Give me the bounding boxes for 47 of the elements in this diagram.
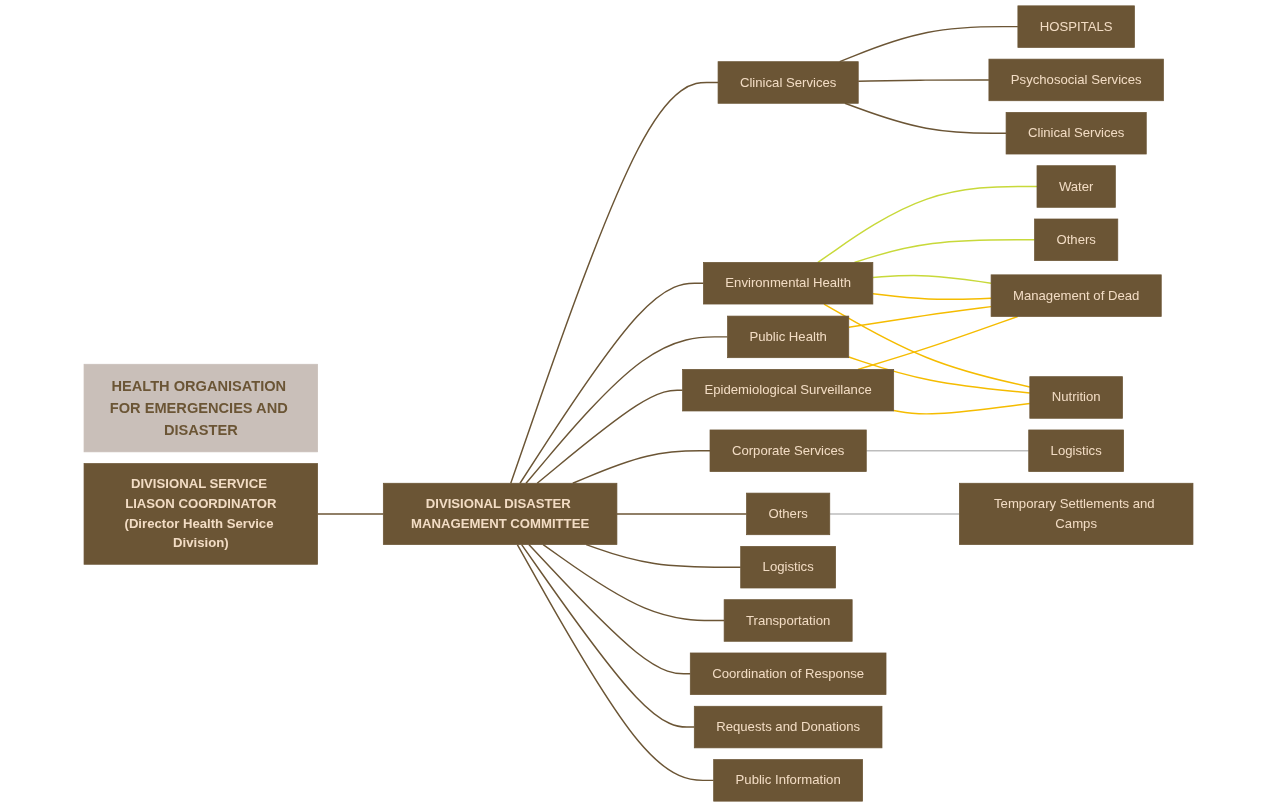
connector: [520, 543, 695, 728]
connector: [572, 450, 711, 484]
node-box: Logistics: [740, 546, 836, 589]
node-box: Environmental Health: [703, 262, 874, 305]
node-box: Epidemiological Surveillance: [682, 369, 895, 412]
node-box: Logistics: [1028, 429, 1124, 472]
node-box: Water: [1036, 165, 1116, 208]
connector: [857, 315, 1019, 371]
node-box: Psychosocial Services: [988, 58, 1164, 102]
connector: [857, 79, 990, 82]
connector: [316, 513, 385, 515]
node-box: Others: [1034, 218, 1119, 261]
node-box: Requests and Donations: [693, 705, 883, 749]
node-box: Corporate Services: [709, 429, 867, 472]
connector: [865, 450, 1030, 452]
node-box: DIVISIONAL SERVICE LIASON COORDINATOR (Director Health Service Division): [83, 463, 318, 565]
node-box: Transportation: [723, 599, 853, 642]
connector: [525, 336, 729, 484]
connector: [542, 543, 725, 622]
connector: [872, 274, 992, 284]
connector: [516, 543, 715, 782]
connector: [616, 513, 748, 515]
connector: [848, 305, 992, 329]
connector: [892, 402, 1031, 415]
node-box: HEALTH ORGANISATION FOR EMERGENCIES AND DISASTER: [83, 363, 318, 453]
node-box: DIVISIONAL DISASTER MANAGEMENT COMMITTEE: [382, 482, 618, 545]
node-box: Nutrition: [1029, 376, 1123, 419]
connector: [872, 293, 992, 301]
connector: [817, 185, 1038, 264]
node-box: Others: [746, 492, 831, 536]
node-box: Temporary Settlements and Camps: [959, 482, 1194, 545]
connector: [829, 513, 961, 515]
node-box: Public Information: [713, 759, 863, 802]
node-box: HOSPITALS: [1017, 5, 1135, 48]
connector: [844, 102, 1007, 134]
connector: [510, 81, 719, 484]
node-box: Management of Dead: [990, 274, 1162, 317]
connector: [848, 356, 1031, 394]
connector: [519, 282, 705, 484]
node-box: Clinical Services: [1005, 112, 1147, 155]
node-box: Clinical Services: [717, 61, 859, 104]
connector: [528, 543, 691, 675]
connector: [823, 303, 1031, 388]
connector: [536, 389, 684, 484]
connector: [585, 543, 742, 568]
node-box: Coordination of Response: [689, 652, 887, 695]
node-box: Public Health: [727, 315, 850, 359]
